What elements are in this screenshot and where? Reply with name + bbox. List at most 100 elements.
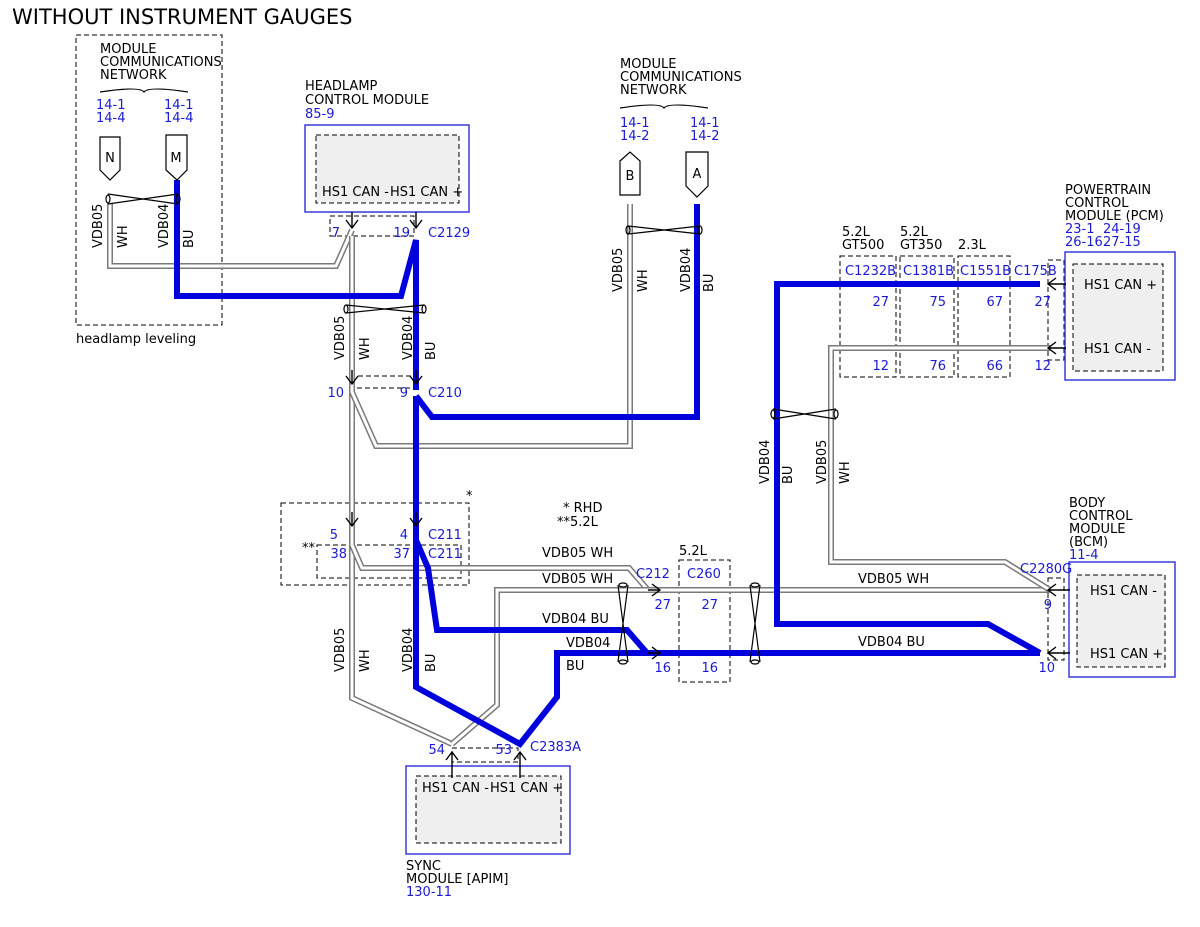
connector-chevrons [345, 212, 1070, 778]
svg-text:37: 37 [393, 547, 410, 562]
svg-text:BU: BU [424, 654, 439, 672]
powertrain-control-module [1064, 251, 1176, 381]
svg-text:N: N [105, 151, 115, 166]
svg-text:14-1: 14-1 [164, 98, 194, 113]
c1232b-box [839, 255, 897, 378]
sync-labels: HS1 CAN - HS1 CAN + SYNC MODULE [APIM] 1… [406, 781, 563, 900]
svg-text:MODULE: MODULE [1069, 522, 1125, 537]
svg-text:26-16: 26-16 [1065, 235, 1103, 250]
svg-text:HS1 CAN +: HS1 CAN + [490, 781, 563, 796]
c211-52l-box [316, 544, 462, 579]
svg-text:VDB05: VDB05 [91, 204, 106, 248]
svg-text:76: 76 [929, 359, 946, 374]
svg-text:14-4: 14-4 [164, 111, 194, 126]
svg-text:M: M [170, 151, 181, 166]
svg-text:C212: C212 [636, 567, 670, 582]
c1551b-box [957, 255, 1011, 378]
diagram-title: WITHOUT INSTRUMENT GAUGES [12, 5, 352, 29]
headlamp-control-module [304, 124, 470, 213]
svg-text:SYNC: SYNC [406, 859, 441, 874]
svg-text:75: 75 [929, 295, 946, 310]
svg-text:VDB05: VDB05 [611, 248, 626, 292]
svg-text:C1232B: C1232B [845, 264, 896, 279]
svg-text:130-11: 130-11 [406, 885, 452, 900]
svg-text:VDB05: VDB05 [815, 440, 830, 484]
svg-text:9: 9 [1044, 598, 1052, 613]
svg-text:BODY: BODY [1069, 496, 1105, 511]
pcm-labels: POWERTRAIN CONTROL MODULE (PCM) 23-1 24-… [1065, 183, 1164, 357]
headlamp-leveling-label: headlamp leveling [76, 332, 196, 347]
svg-text:VDB05: VDB05 [333, 628, 348, 672]
svg-text:BU: BU [566, 659, 584, 674]
bcm-labels: BODY CONTROL MODULE (BCM) 11-4 HS1 CAN -… [1069, 496, 1163, 662]
body-control-module [1068, 561, 1176, 678]
svg-text:14-1: 14-1 [96, 98, 126, 113]
svg-text:11-4: 11-4 [1069, 548, 1099, 563]
svg-text:27: 27 [1034, 295, 1051, 310]
svg-text:VDB05 WH: VDB05 WH [858, 572, 929, 587]
vdb04-bu-wires [174, 180, 1042, 748]
svg-text:C175B: C175B [1014, 264, 1057, 279]
svg-text:NETWORK: NETWORK [620, 83, 687, 98]
svg-text:53: 53 [495, 743, 512, 758]
svg-text:C211: C211 [428, 547, 462, 562]
svg-text:27: 27 [701, 598, 718, 613]
network-tag-b: B [619, 151, 641, 196]
svg-text:GT350: GT350 [900, 238, 942, 253]
svg-text:38: 38 [330, 547, 347, 562]
svg-text:C210: C210 [428, 386, 462, 401]
svg-text:(BCM): (BCM) [1069, 535, 1108, 550]
svg-text:2.3L: 2.3L [958, 238, 987, 253]
svg-text:COMMUNICATIONS: COMMUNICATIONS [100, 55, 222, 70]
svg-text:VDB04: VDB04 [401, 628, 416, 672]
svg-text:19: 19 [393, 226, 410, 241]
svg-text:MODULE [APIM]: MODULE [APIM] [406, 872, 509, 887]
svg-text:16: 16 [654, 661, 671, 676]
svg-text:23-1: 23-1 [1065, 222, 1095, 237]
network-tag-n: N [99, 136, 121, 181]
svg-text:14-1: 14-1 [690, 116, 720, 131]
svg-text:10: 10 [327, 386, 344, 401]
svg-text:VDB04: VDB04 [758, 440, 773, 484]
svg-text:C260: C260 [687, 567, 721, 582]
svg-text:VDB05 WH: VDB05 WH [542, 546, 613, 561]
svg-text:5: 5 [330, 528, 338, 543]
svg-text:VDB04 BU: VDB04 BU [542, 612, 609, 627]
svg-text:WH: WH [358, 649, 373, 672]
svg-text:GT500: GT500 [842, 238, 884, 253]
svg-text:POWERTRAIN: POWERTRAIN [1065, 183, 1151, 198]
svg-text:* RHD: * RHD [563, 501, 602, 516]
svg-text:HS1 CAN +: HS1 CAN + [390, 185, 463, 200]
c175b-connector-box [1047, 259, 1065, 361]
svg-text:HS1 CAN -: HS1 CAN - [322, 185, 389, 200]
svg-text:WH: WH [358, 337, 373, 360]
circuit-labels-horizontal: VDB05 WH VDB05 WH VDB04 BU VDB04 BU VDB0… [542, 546, 929, 674]
svg-text:C1381B: C1381B [903, 264, 954, 279]
c2280g-connector-box [1047, 577, 1065, 661]
svg-text:VDB04: VDB04 [157, 204, 172, 248]
svg-text:MODULE: MODULE [100, 42, 156, 57]
svg-text:5.2L: 5.2L [900, 225, 929, 240]
svg-text:CONTROL: CONTROL [1069, 509, 1133, 524]
svg-text:14-2: 14-2 [690, 129, 720, 144]
svg-text:5.2L: 5.2L [842, 225, 871, 240]
svg-text:NETWORK: NETWORK [100, 68, 167, 83]
svg-text:14-1: 14-1 [620, 116, 650, 131]
svg-text:27: 27 [872, 295, 889, 310]
svg-text:24-19: 24-19 [1103, 222, 1141, 237]
svg-text:16: 16 [701, 661, 718, 676]
svg-text:BU: BU [781, 466, 796, 484]
svg-text:WH: WH [636, 269, 651, 292]
svg-text:A: A [693, 167, 702, 182]
svg-text:27: 27 [654, 598, 671, 613]
variant-labels: 5.2L GT500 5.2L GT350 2.3L [842, 225, 987, 253]
network-tag-m: M [165, 134, 188, 181]
svg-text:4: 4 [400, 528, 408, 543]
svg-text:C1551B: C1551B [960, 264, 1011, 279]
svg-text:9: 9 [400, 386, 408, 401]
svg-text:12: 12 [1034, 359, 1051, 374]
svg-text:C2129: C2129 [428, 226, 470, 241]
svg-text:5.2L: 5.2L [679, 544, 708, 559]
svg-text:HS1 CAN -: HS1 CAN - [1090, 584, 1157, 599]
svg-text:HEADLAMP: HEADLAMP [305, 79, 378, 94]
